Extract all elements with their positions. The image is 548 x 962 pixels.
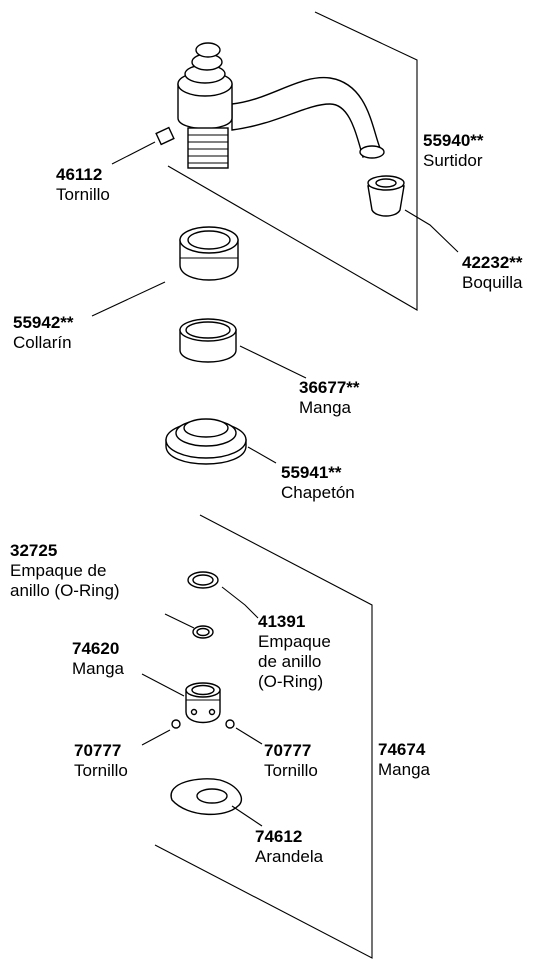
sleeve-36677 bbox=[179, 318, 307, 379]
spout-55940 bbox=[177, 42, 385, 169]
part-number: 70777 bbox=[74, 741, 122, 760]
label-74612: 74612 Arandela bbox=[255, 827, 323, 867]
part-number: 55940** bbox=[423, 131, 484, 150]
label-70777-left: 70777 Tornillo bbox=[74, 741, 128, 781]
screw-70777-left bbox=[141, 719, 181, 746]
set-screw-46112 bbox=[111, 126, 175, 165]
part-name: Tornillo bbox=[264, 761, 318, 780]
part-number: 74612 bbox=[255, 827, 303, 846]
label-36677: 36677** Manga bbox=[299, 378, 360, 418]
label-74674: 74674 Manga bbox=[378, 740, 430, 780]
label-42232: 42232** Boquilla bbox=[462, 253, 523, 293]
part-name: Surtidor bbox=[423, 151, 483, 170]
part-name: Chapetón bbox=[281, 483, 355, 502]
part-name: Manga bbox=[378, 760, 430, 779]
part-number: 55941** bbox=[281, 463, 342, 482]
part-name: Collarín bbox=[13, 333, 72, 352]
label-55941: 55941** Chapetón bbox=[281, 463, 355, 503]
label-55940: 55940** Surtidor bbox=[423, 131, 484, 171]
part-number: 74620 bbox=[72, 639, 120, 658]
label-70777-right: 70777 Tornillo bbox=[264, 741, 318, 781]
part-number: 74674 bbox=[378, 740, 426, 759]
part-name: Tornillo bbox=[56, 185, 110, 204]
label-41391: 41391 Empaque de anillo (O-Ring) bbox=[258, 612, 331, 692]
part-number: 32725 bbox=[10, 541, 58, 560]
aerator-42232 bbox=[367, 175, 459, 253]
part-name: Empaque de anillo (O-Ring) bbox=[258, 632, 331, 691]
part-name: Empaque de anillo (O-Ring) bbox=[10, 561, 120, 600]
label-32725: 32725 Empaque de anillo (O-Ring) bbox=[10, 541, 120, 601]
part-number: 55942** bbox=[13, 313, 74, 332]
label-46112: 46112 Tornillo bbox=[56, 165, 110, 205]
label-74620: 74620 Manga bbox=[72, 639, 124, 679]
escutcheon-55941 bbox=[165, 418, 277, 465]
collar-55942 bbox=[91, 226, 239, 317]
o-ring-32725 bbox=[164, 613, 214, 639]
part-number: 42232** bbox=[462, 253, 523, 272]
part-name: Manga bbox=[299, 398, 351, 417]
o-ring-41391 bbox=[187, 571, 259, 619]
part-number: 46112 bbox=[56, 165, 103, 184]
part-number: 36677** bbox=[299, 378, 360, 397]
part-name: Manga bbox=[72, 659, 124, 678]
screw-70777-right bbox=[225, 719, 263, 745]
part-name: Arandela bbox=[255, 847, 324, 866]
part-number: 41391 bbox=[258, 612, 306, 631]
part-number: 70777 bbox=[264, 741, 312, 760]
label-55942: 55942** Collarín bbox=[13, 313, 74, 353]
upper-mounting-panel bbox=[167, 11, 418, 311]
lower-mounting-panel bbox=[154, 514, 373, 959]
part-name: Tornillo bbox=[74, 761, 128, 780]
part-name: Boquilla bbox=[462, 273, 523, 292]
sleeve-74620 bbox=[141, 673, 221, 724]
washer-74612 bbox=[170, 778, 263, 827]
